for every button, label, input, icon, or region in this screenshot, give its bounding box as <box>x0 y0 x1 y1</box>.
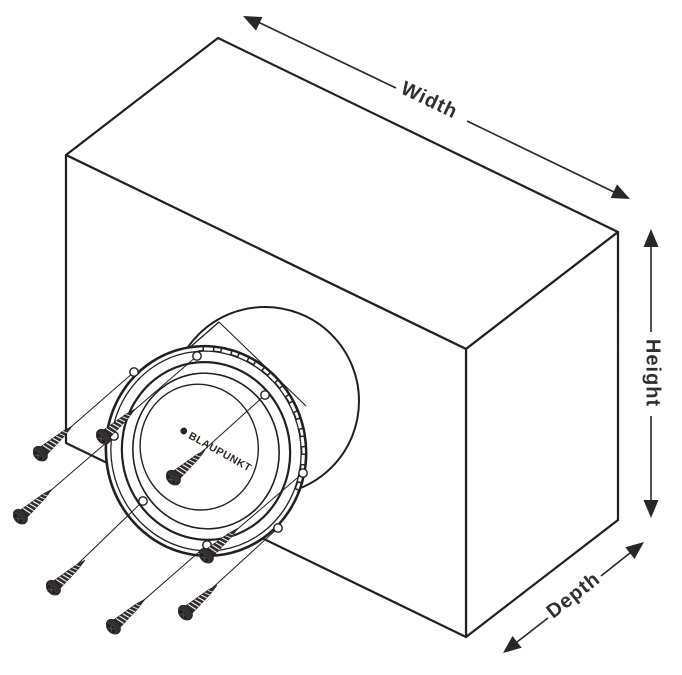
height-label: Height <box>642 339 664 407</box>
height-dimension: Height <box>642 229 664 518</box>
screw-hole <box>273 523 283 533</box>
subwoofer-speaker <box>104 344 308 558</box>
height-arrowhead-up-icon <box>643 229 659 247</box>
screw <box>42 553 92 599</box>
depth-arrowhead-right-icon <box>625 542 644 559</box>
width-arrowhead-left-icon <box>243 16 263 31</box>
width-label: Width <box>397 77 461 123</box>
enclosure-box <box>64 36 620 639</box>
screw-hole <box>192 351 202 361</box>
depth-label: Depth <box>542 568 604 623</box>
screw-hole <box>138 496 148 506</box>
speaker-surround <box>132 372 280 530</box>
screw <box>9 482 59 528</box>
screw-hole <box>298 468 308 478</box>
screw <box>102 592 152 638</box>
speaker-cone <box>139 383 260 511</box>
depth-arrowhead-left-icon <box>503 636 522 653</box>
height-arrowhead-down-icon <box>643 500 659 518</box>
width-arrowhead-right-icon <box>610 184 630 199</box>
screw-hole <box>260 390 270 400</box>
brand-dot-icon <box>180 427 188 435</box>
screw-hole <box>129 367 139 377</box>
